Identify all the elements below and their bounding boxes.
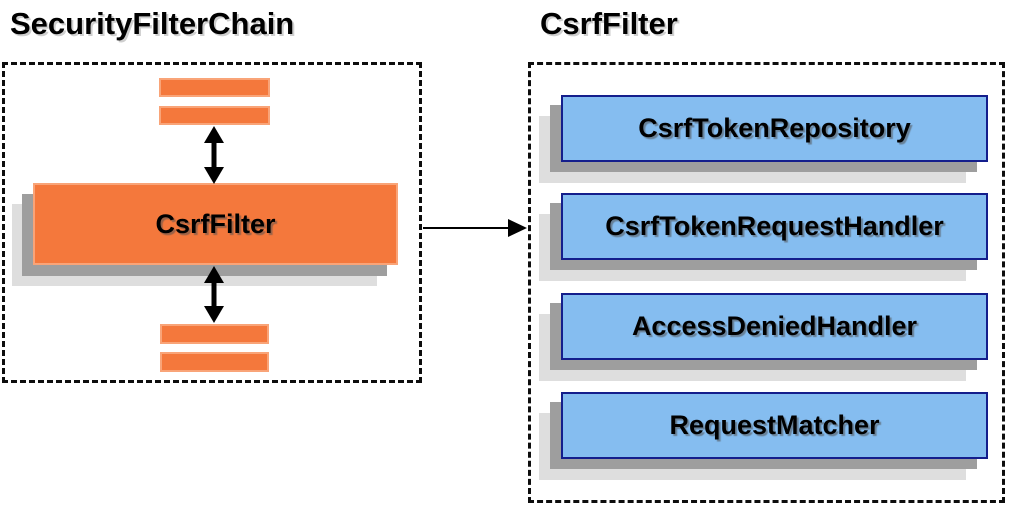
component-label: RequestMatcher xyxy=(669,410,880,440)
component-label: CsrfTokenRepository xyxy=(638,113,911,143)
filter-placeholder-bar xyxy=(159,106,270,125)
left-panel-title: SecurityFilterChain xyxy=(10,6,295,41)
arrow-filter-to-components xyxy=(423,219,527,237)
component-node-csrf-token-request-handler: CsrfTokenRequestHandler xyxy=(561,193,988,260)
component-node-access-denied-handler: AccessDeniedHandler xyxy=(561,293,988,360)
component-label: CsrfTokenRequestHandler xyxy=(605,211,944,241)
filter-placeholder-bar xyxy=(160,352,269,372)
filter-placeholder-bar xyxy=(160,324,269,344)
csrf-filter-node: CsrfFilter xyxy=(33,183,398,265)
right-panel-title: CsrfFilter xyxy=(540,6,678,41)
component-node-csrf-token-repository: CsrfTokenRepository xyxy=(561,95,988,162)
security-filter-chain-container xyxy=(2,62,422,383)
filter-placeholder-bar xyxy=(159,78,270,97)
csrf-filter-container xyxy=(528,62,1005,503)
component-node-request-matcher: RequestMatcher xyxy=(561,392,988,459)
component-label: AccessDeniedHandler xyxy=(631,311,918,341)
csrf-filter-node-label: CsrfFilter xyxy=(155,208,276,239)
